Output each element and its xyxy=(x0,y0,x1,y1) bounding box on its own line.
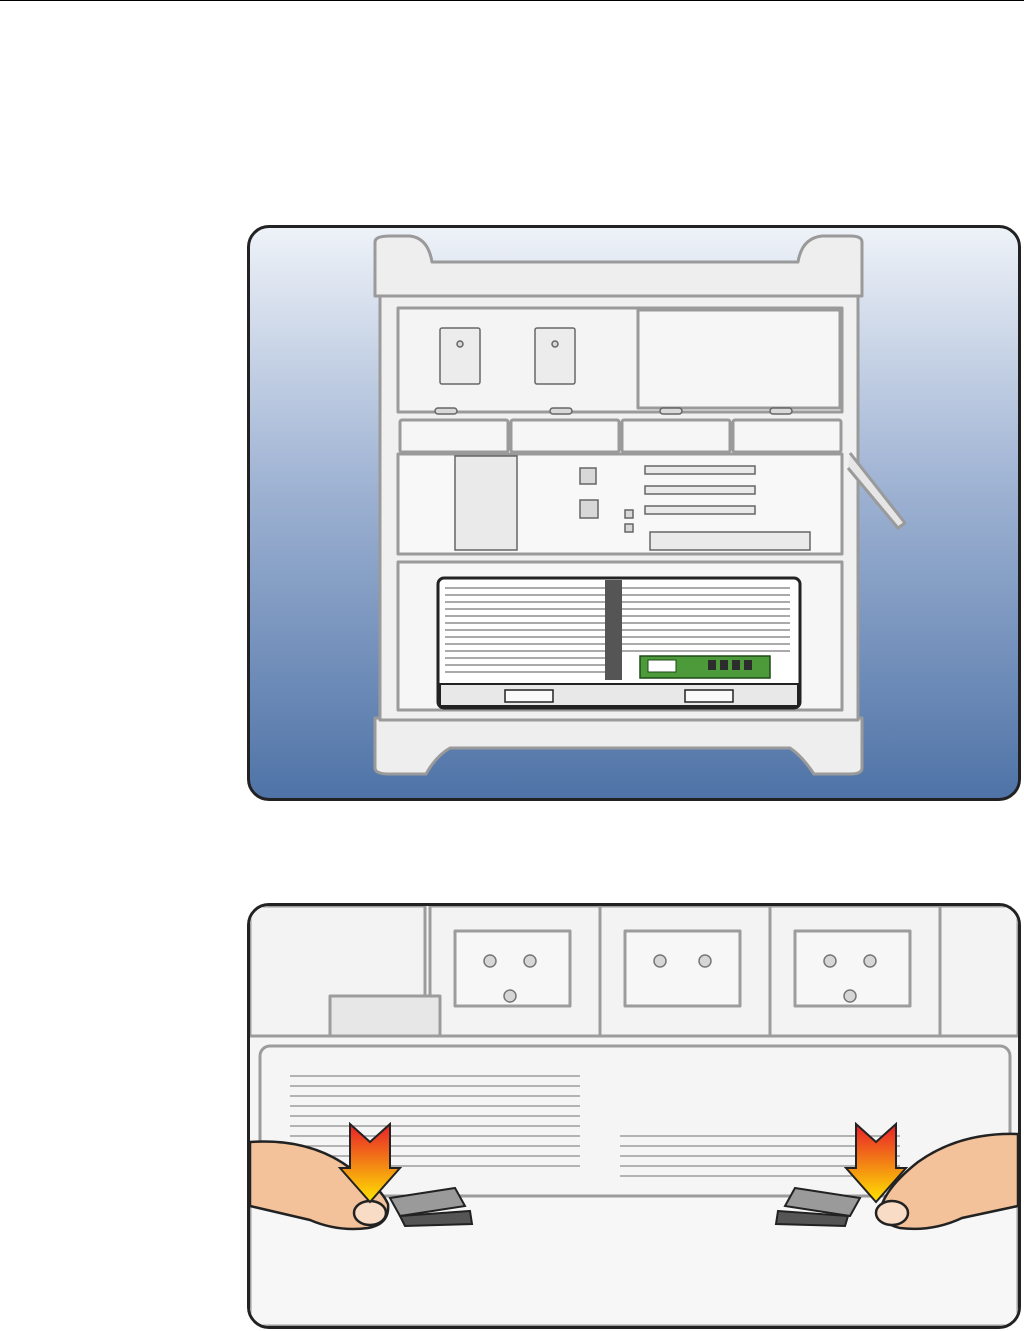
figure-mac-pro-side-view xyxy=(247,225,1021,801)
page-top-rule xyxy=(0,0,1024,1)
figure-processor-tray-latches xyxy=(247,903,1021,1329)
mac-pro-illustration xyxy=(250,228,1018,798)
latch-illustration xyxy=(250,906,1018,1326)
